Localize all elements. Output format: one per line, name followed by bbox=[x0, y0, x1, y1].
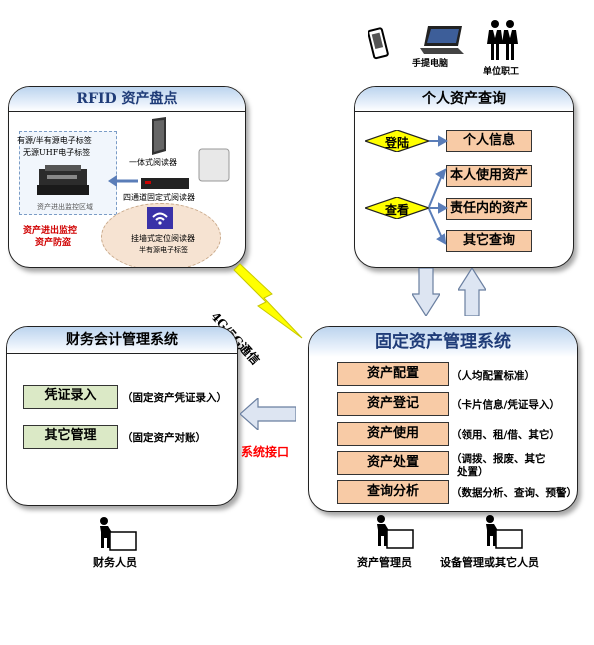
finance-staff-icon bbox=[92, 516, 138, 552]
fixed-reader-icon bbox=[141, 175, 189, 189]
asset-register-button[interactable]: 资产登记 bbox=[337, 392, 449, 416]
rfid-title: RFID 资产盘点 bbox=[9, 87, 245, 112]
printer-icon bbox=[35, 163, 91, 197]
other-manage-note: （固定资产对账） bbox=[122, 432, 206, 444]
staff-label: 单位职工 bbox=[483, 67, 520, 77]
login-label: 登陆 bbox=[385, 136, 410, 150]
query-analysis-note: （数据分析、查询、预警） bbox=[451, 487, 577, 499]
rfid-panel: RFID 资产盘点 有源/半有源电子标签 无源UHF电子标签 资产进出监控区域 … bbox=[8, 86, 246, 268]
asset-admin-icon bbox=[369, 514, 415, 550]
area-label: 资产进出监控区域 bbox=[37, 203, 93, 211]
asset-use-button[interactable]: 资产使用 bbox=[337, 422, 449, 446]
own-assets-button[interactable]: 本人使用资产 bbox=[446, 165, 532, 187]
finance-panel: 财务会计管理系统 bbox=[6, 326, 238, 506]
up-arrow bbox=[456, 266, 488, 317]
asset-disposal-note: （调拨、报废、其它 bbox=[451, 453, 546, 465]
tag2-label: 无源UHF电子标签 bbox=[23, 148, 91, 157]
query-label: 查看 bbox=[385, 203, 410, 217]
staff-icon bbox=[484, 18, 522, 62]
wifi-reader-icon bbox=[147, 207, 173, 229]
tag3-label: 半有源电子标签 bbox=[139, 246, 188, 254]
mobile-phone-icon bbox=[367, 27, 390, 61]
asset-use-note: （领用、租/借、其它） bbox=[451, 429, 560, 441]
monitor-label-1: 资产进出监控 bbox=[23, 226, 78, 236]
interface-label: 系统接口 bbox=[241, 445, 290, 459]
laptop-label: 手提电脑 bbox=[412, 59, 449, 69]
other-manage-button[interactable]: 其它管理 bbox=[23, 425, 118, 449]
personal-arrows bbox=[428, 130, 449, 256]
asset-register-note: （卡片信息/凭证导入） bbox=[451, 399, 560, 411]
asset-admin-label: 资产管理员 bbox=[357, 556, 412, 569]
interface-arrow bbox=[239, 396, 297, 432]
tag1-label: 有源/半有源电子标签 bbox=[17, 136, 92, 145]
voucher-entry-note: （固定资产凭证录入） bbox=[122, 392, 227, 404]
lightning-icon bbox=[232, 262, 308, 342]
equip-admin-label: 设备管理或其它人员 bbox=[440, 556, 539, 569]
personal-info-button[interactable]: 个人信息 bbox=[446, 130, 532, 152]
reader2-label: 四通道固定式阅读器 bbox=[123, 193, 195, 202]
reader3-label: 挂墙式定位阅读器 bbox=[131, 234, 195, 243]
asset-config-note: （人均配置标准） bbox=[451, 370, 535, 382]
personal-title: 个人资产查询 bbox=[355, 87, 573, 112]
finance-staff-label: 财务人员 bbox=[93, 556, 137, 569]
query-analysis-button[interactable]: 查询分析 bbox=[337, 480, 449, 504]
asset-disposal-note-2: 处置） bbox=[457, 466, 489, 478]
asset-config-button[interactable]: 资产配置 bbox=[337, 362, 449, 386]
asset-disposal-button[interactable]: 资产处置 bbox=[337, 451, 449, 475]
antenna-icon bbox=[197, 147, 231, 183]
equip-admin-icon bbox=[478, 514, 524, 550]
reader1-label: 一体式阅读器 bbox=[129, 158, 177, 167]
integrated-reader-icon bbox=[146, 117, 170, 157]
rfid-flow-arrow bbox=[108, 172, 138, 187]
responsible-assets-button[interactable]: 责任内的资产 bbox=[446, 198, 532, 220]
other-query-button[interactable]: 其它查询 bbox=[446, 230, 532, 252]
down-arrow bbox=[410, 267, 442, 318]
voucher-entry-button[interactable]: 凭证录入 bbox=[23, 385, 118, 409]
monitor-label-2: 资产防盗 bbox=[35, 238, 72, 248]
fixed-title: 固定资产管理系统 bbox=[309, 327, 577, 357]
finance-title: 财务会计管理系统 bbox=[7, 327, 237, 354]
laptop-icon bbox=[418, 24, 466, 56]
